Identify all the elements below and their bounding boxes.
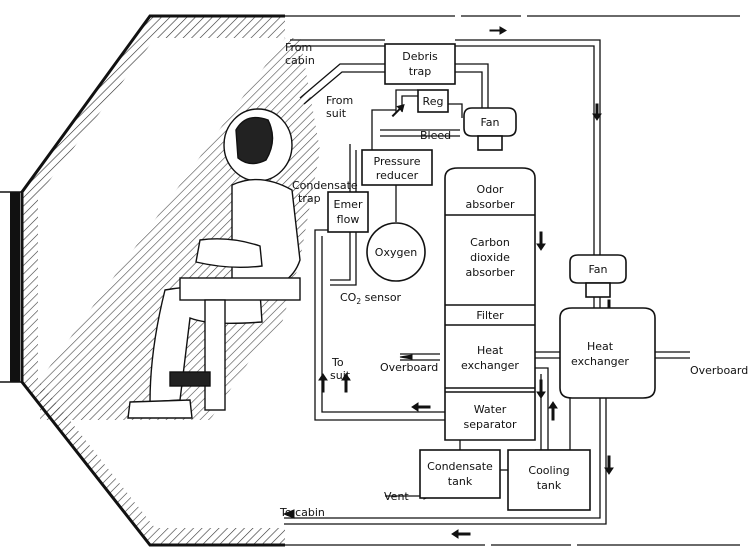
oxygen-label: Oxygen bbox=[375, 246, 417, 259]
from-suit-label-1: From bbox=[326, 94, 353, 107]
fan-right: Fan bbox=[569, 254, 627, 298]
debris-trap-label-1: Debris bbox=[402, 50, 438, 63]
emer-flow-label-2: flow bbox=[337, 213, 360, 226]
heat-exchanger-col-label-2: exchanger bbox=[461, 359, 519, 372]
cooling-tank-label-2: tank bbox=[537, 479, 562, 492]
from-cabin-label-2: cabin bbox=[285, 54, 315, 67]
heat-exchanger-right-label-1: Heat bbox=[587, 340, 614, 353]
co2-absorber-label-1: Carbon bbox=[470, 236, 510, 249]
debris-trap-box: Debris trap bbox=[384, 43, 456, 85]
to-suit-label-1: To bbox=[331, 356, 344, 369]
water-separator-label-1: Water bbox=[474, 403, 507, 416]
reg-box: Reg bbox=[417, 89, 449, 113]
condensate-tank-label-1: Condensate bbox=[427, 460, 493, 473]
bleed-label: Bleed bbox=[420, 129, 451, 142]
condensate-trap-label-2: trap bbox=[298, 192, 321, 205]
oxygen-tank: Oxygen bbox=[366, 222, 426, 282]
to-suit-label-2: suit bbox=[330, 369, 351, 382]
heat-exchanger-col-label-1: Heat bbox=[477, 344, 504, 357]
emer-flow-box: Emer flow bbox=[327, 191, 369, 233]
odor-absorber-label-2: absorber bbox=[466, 198, 515, 211]
fan-top-label: Fan bbox=[480, 116, 499, 129]
overboard-right-label: Overboard bbox=[690, 364, 748, 377]
main-column: Odor absorber Carbon dioxide absorber Fi… bbox=[444, 167, 536, 441]
annotations: From cabin From suit Condensate trap CO2… bbox=[279, 41, 748, 519]
from-suit-label-2: suit bbox=[326, 107, 347, 120]
co2-sensor-label: CO2 sensor bbox=[340, 291, 402, 306]
vent-label: Vent bbox=[384, 490, 409, 503]
reg-label: Reg bbox=[423, 95, 444, 108]
filter-label: Filter bbox=[476, 309, 504, 322]
co2-absorber-label-3: absorber bbox=[466, 266, 515, 279]
heat-exchanger-right-label-2: exchanger bbox=[571, 355, 629, 368]
piping bbox=[284, 39, 690, 525]
condensate-tank-label-2: tank bbox=[448, 475, 473, 488]
pressure-reducer-label-1: Pressure bbox=[374, 155, 421, 168]
pressure-reducer-label-2: reducer bbox=[376, 169, 419, 182]
cabin-hull bbox=[0, 14, 740, 547]
co2-absorber-label-2: dioxide bbox=[470, 251, 510, 264]
debris-trap-label-2: trap bbox=[409, 65, 432, 78]
overboard-left-label: Overboard bbox=[380, 361, 438, 374]
cooling-tank-label-1: Cooling bbox=[528, 464, 569, 477]
condensate-trap-label-1: Condensate bbox=[292, 179, 358, 192]
water-separator-label-2: separator bbox=[463, 418, 517, 431]
from-cabin-label-1: From bbox=[285, 41, 312, 54]
astronaut-figure bbox=[127, 108, 301, 419]
emer-flow-label-1: Emer bbox=[334, 198, 363, 211]
fan-top: Fan bbox=[463, 107, 517, 151]
fan-right-label: Fan bbox=[588, 263, 607, 276]
to-cabin-label: To cabin bbox=[279, 506, 325, 519]
pressure-reducer-box: Pressure reducer bbox=[361, 149, 433, 186]
condensate-tank: Condensate tank bbox=[419, 449, 501, 499]
heat-exchanger-right: Heat exchanger bbox=[559, 307, 656, 399]
cooling-tank: Cooling tank bbox=[507, 449, 591, 511]
odor-absorber-label-1: Odor bbox=[477, 183, 504, 196]
